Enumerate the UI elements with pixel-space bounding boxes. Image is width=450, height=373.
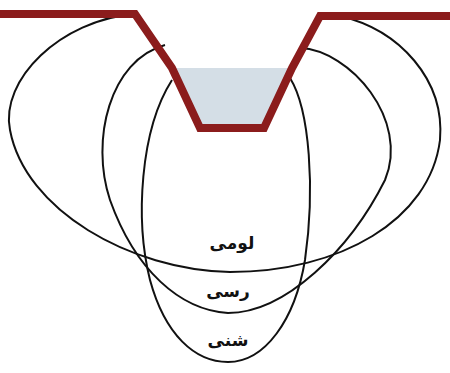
soil-type-label: شنی (206, 330, 251, 350)
sand-wetting-curve (142, 78, 310, 362)
clay-wetting-curve (102, 45, 390, 313)
loam-wetting-curve (9, 14, 440, 272)
soil-type-label: رسی (204, 281, 252, 301)
furrow-profile (0, 14, 450, 128)
soil-type-label: لومی (208, 233, 257, 253)
